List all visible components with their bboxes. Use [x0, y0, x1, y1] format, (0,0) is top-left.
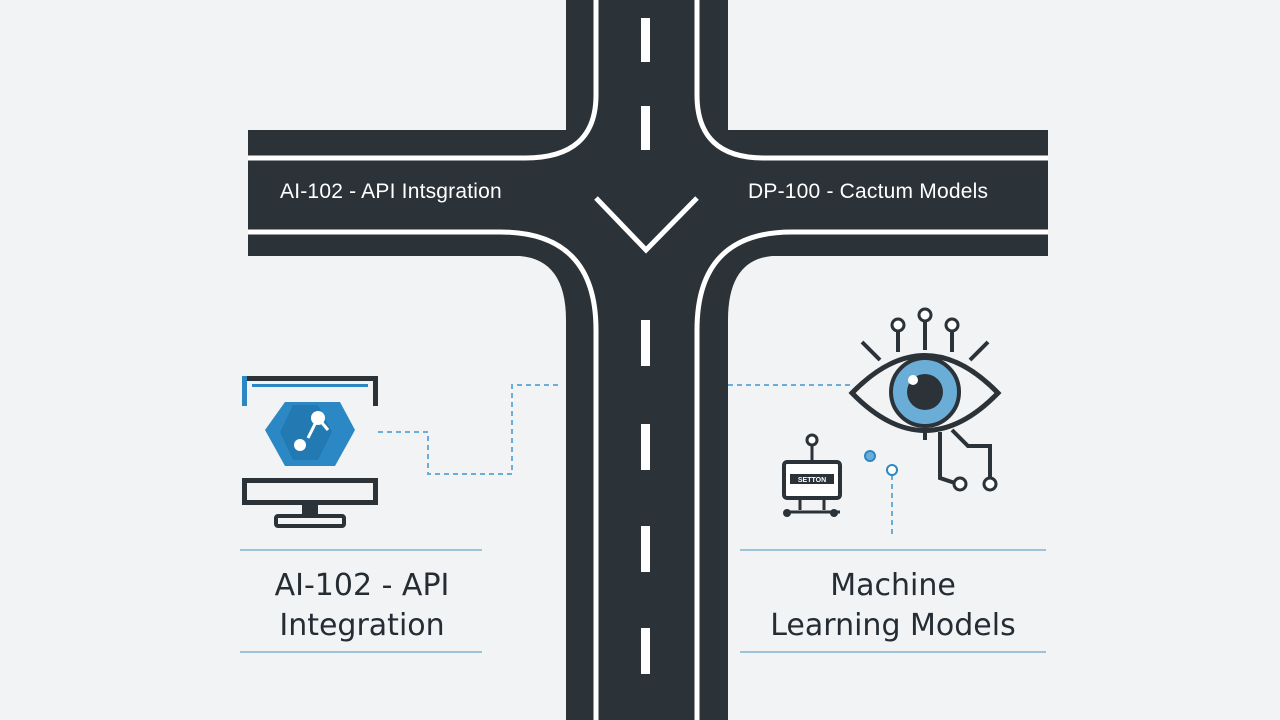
- monitor-right-bracket: [373, 376, 378, 406]
- right-caption-line1: Machine: [830, 568, 956, 603]
- lane-dashes: [641, 18, 650, 674]
- circuit-line: [950, 428, 992, 478]
- device-screen: [790, 474, 834, 484]
- circuit-node-icon: [944, 317, 960, 333]
- right-caption-line2: Learning Models: [770, 608, 1016, 643]
- lane-dash: [641, 18, 650, 62]
- monitor-bottom-bar: [242, 478, 378, 483]
- circuit-eye-icon: [848, 307, 1002, 492]
- circuit-node-icon: [982, 476, 998, 492]
- left-caption: AI-102 - API Integration: [242, 566, 482, 646]
- lane-dash: [641, 424, 650, 470]
- left-caption-line2: Integration: [279, 608, 445, 643]
- right-caption: Machine Learning Models: [740, 566, 1046, 646]
- monitor-foot: [274, 514, 346, 528]
- lane-dash: [641, 628, 650, 674]
- circuit-line: [938, 432, 959, 486]
- monitor-left-bracket: [242, 376, 247, 406]
- left-caption-bottom-rule: [240, 651, 482, 653]
- left-branch-bottom-edge: [248, 229, 599, 720]
- right-caption-bottom-rule: [740, 651, 1046, 653]
- robot-device-icon: SETTON: [782, 433, 842, 517]
- circuit-node-icon: [864, 450, 876, 462]
- right-branch-label: DP-100 - Cactum Models: [748, 180, 989, 203]
- eye-highlight: [908, 375, 918, 385]
- node-link: [306, 417, 320, 439]
- horizontal-road: [248, 130, 1048, 256]
- left-caption-top-rule: [240, 549, 482, 551]
- node-link: [316, 417, 330, 431]
- antenna-tip: [805, 433, 819, 447]
- circuit-line: [968, 340, 990, 362]
- road-curve-right: [728, 256, 772, 320]
- lane-dash: [641, 526, 650, 572]
- circuit-node-icon: [952, 476, 968, 492]
- device-foot-node: [783, 509, 791, 517]
- device-label: SETTON: [798, 477, 826, 484]
- monitor-left-lower: [242, 478, 247, 504]
- left-branch-top-edge: [248, 0, 599, 161]
- node-dot-icon: [294, 439, 306, 451]
- lane-dash: [641, 106, 650, 150]
- monitor-top-bar: [242, 376, 378, 381]
- eye-outline: [848, 353, 1002, 433]
- right-caption-top-rule: [740, 549, 1046, 551]
- left-caption-line1: AI-102 - API: [274, 568, 450, 603]
- monitor-top-accent: [252, 384, 368, 387]
- right-branch-bottom-edge: [694, 229, 1048, 720]
- monitor-right-lower: [373, 478, 378, 504]
- road-curve-left: [520, 256, 566, 320]
- left-branch-label: AI-102 - API Intsgration: [280, 180, 502, 203]
- lane-dash: [641, 320, 650, 366]
- monitor-with-azure-hexagon-icon: [242, 376, 378, 528]
- right-branch-top-edge: [694, 0, 1048, 161]
- circuit-line: [860, 340, 882, 362]
- device-foot-node: [830, 509, 838, 517]
- monitor-base-line: [242, 500, 378, 505]
- junction-chevron: [594, 196, 699, 254]
- circuit-node-icon: [886, 464, 898, 476]
- left-connector-dashed: [378, 384, 560, 475]
- circuit-node-icon: [890, 317, 906, 333]
- circuit-node-icon: [917, 307, 933, 323]
